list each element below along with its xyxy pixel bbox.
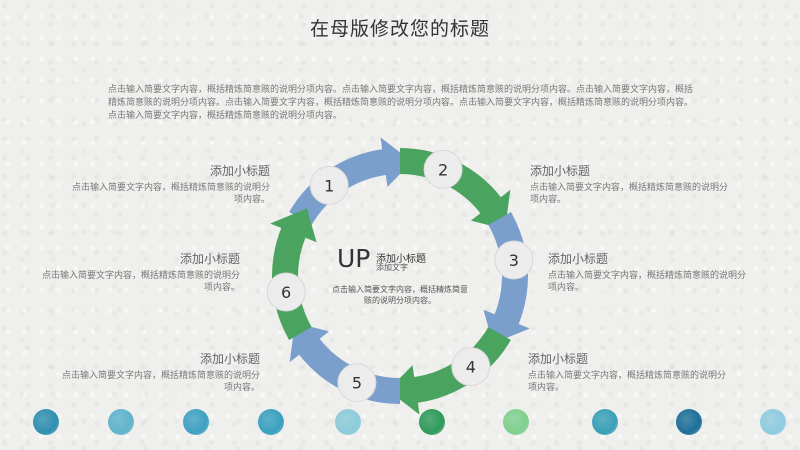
decorative-dot	[503, 409, 529, 435]
item-right-top: 添加小标题 点击输入简要文字内容，概括精炼简意赅的说明分项内容。	[530, 162, 730, 206]
decorative-dot	[108, 409, 134, 435]
step-badge	[266, 272, 306, 312]
step-badge	[423, 149, 463, 189]
center-body: 点击输入简要文字内容，概括精炼简意赅的说明分项内容。	[332, 285, 468, 305]
decorative-dot	[676, 409, 702, 435]
center-up-label: UP	[337, 244, 371, 273]
item-body: 点击输入简要文字内容，概括精炼简意赅的说明分项内容。	[71, 183, 270, 205]
decorative-dots	[0, 405, 800, 445]
item-heading: 添加小标题	[179, 252, 240, 266]
center-subtitle: 添加小标题	[376, 254, 426, 265]
step-badge	[309, 165, 349, 205]
cycle-arrow-segment	[289, 137, 413, 225]
decorative-dot	[419, 409, 445, 435]
item-right-bottom: 添加小标题 点击输入简要文字内容，概括精炼简意赅的说明分项内容。	[528, 350, 728, 394]
item-body: 点击输入简要文字内容，概括精炼简意赅的说明分项内容。	[41, 271, 240, 293]
decorative-dot	[258, 409, 284, 435]
decorative-dot	[33, 409, 59, 435]
item-heading: 添加小标题	[209, 164, 270, 178]
decorative-dot	[335, 409, 361, 435]
item-body: 点击输入简要文字内容，概括精炼简意赅的说明分项内容。	[528, 371, 727, 393]
item-heading: 添加小标题	[528, 352, 589, 366]
item-left-middle: 添加小标题 点击输入简要文字内容，概括精炼简意赅的说明分项内容。	[40, 250, 240, 294]
item-right-middle: 添加小标题 点击输入简要文字内容，概括精炼简意赅的说明分项内容。	[548, 250, 748, 294]
item-body: 点击输入简要文字内容，概括精炼简意赅的说明分项内容。	[530, 183, 729, 205]
item-left-top: 添加小标题 点击输入简要文字内容，概括精炼简意赅的说明分项内容。	[70, 162, 270, 206]
step-number: 4	[466, 358, 476, 377]
item-left-bottom: 添加小标题 点击输入简要文字内容，概括精炼简意赅的说明分项内容。	[60, 350, 260, 394]
step-number: 2	[438, 160, 448, 179]
step-badge	[337, 363, 377, 403]
step-number: 6	[281, 283, 291, 302]
item-body: 点击输入简要文字内容，概括精炼简意赅的说明分项内容。	[61, 371, 260, 393]
decorative-dot	[592, 409, 618, 435]
item-heading: 添加小标题	[530, 164, 591, 178]
step-number: 5	[352, 374, 362, 393]
page-title: 在母版修改您的标题	[309, 18, 490, 40]
decorative-dot	[183, 409, 209, 435]
step-number: 3	[509, 251, 519, 270]
cycle-arrow-segment	[387, 327, 511, 415]
step-badge	[451, 347, 491, 387]
center-subtext: 添加文字	[376, 263, 408, 272]
decorative-dot	[760, 409, 786, 435]
item-heading: 添加小标题	[548, 252, 609, 266]
step-number: 1	[324, 176, 334, 195]
step-badge	[494, 240, 534, 280]
intro-paragraph: 点击输入简要文字内容，概括精炼简意赅的说明分项内容。点击输入简要文字内容，概括精…	[108, 85, 694, 121]
item-heading: 添加小标题	[199, 352, 260, 366]
item-body: 点击输入简要文字内容，概括精炼简意赅的说明分项内容。	[548, 271, 747, 293]
